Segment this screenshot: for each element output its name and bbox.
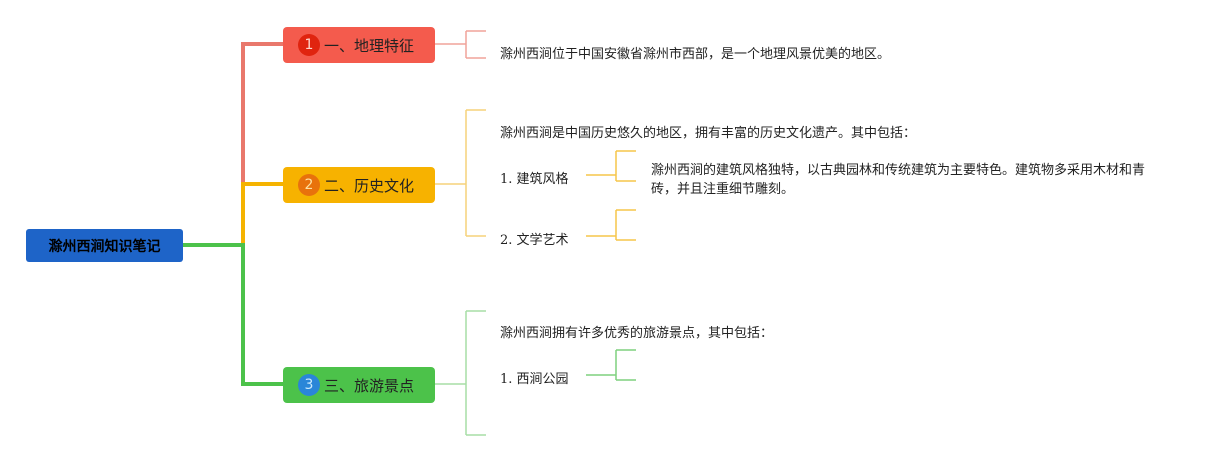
bracket-topic2 [435,109,486,237]
topic-tourism[interactable]: 3 三、旅游景点 [283,367,435,403]
topic-geography[interactable]: 1 一、地理特征 [283,27,435,63]
history-item-architecture[interactable]: 1. 建筑风格 [500,172,569,187]
connector-root-topic2 [183,182,283,247]
topic-label: 一、地理特征 [324,36,415,55]
architecture-detail-text[interactable]: 滁州西涧的建筑风格独特，以古典园林和传统建筑为主要特色。建筑物多采用木材和青砖，… [651,163,1146,197]
history-intro-text[interactable]: 滁州西涧是中国历史悠久的地区，拥有丰富的历史文化遗产。其中包括： [500,126,917,141]
root-label: 滁州西涧知识笔记 [48,238,161,255]
number-badge-1: 1 [298,34,320,56]
bracket-topic1 [435,30,486,59]
root-node[interactable]: 滁州西涧知识笔记 [26,229,183,262]
connector-root-topic3 [183,243,283,386]
geography-text[interactable]: 滁州西涧位于中国安徽省滁州市西部，是一个地理风景优美的地区。 [500,47,891,62]
number-badge-3: 3 [298,374,320,396]
history-item-literature[interactable]: 2. 文学艺术 [500,233,569,248]
connector-root-topic1 [183,42,283,247]
bracket-topic3 [435,310,486,436]
bracket-item-architecture [586,150,636,182]
topic-label: 三、旅游景点 [324,376,415,395]
tourism-item-park[interactable]: 1. 西涧公园 [500,372,569,387]
topic-label: 二、历史文化 [324,176,415,195]
number-badge-2: 2 [298,174,320,196]
bracket-item-literature [586,209,636,241]
topic-history[interactable]: 2 二、历史文化 [283,167,435,203]
bracket-item-park [586,349,636,381]
tourism-intro-text[interactable]: 滁州西涧拥有许多优秀的旅游景点，其中包括： [500,326,774,341]
